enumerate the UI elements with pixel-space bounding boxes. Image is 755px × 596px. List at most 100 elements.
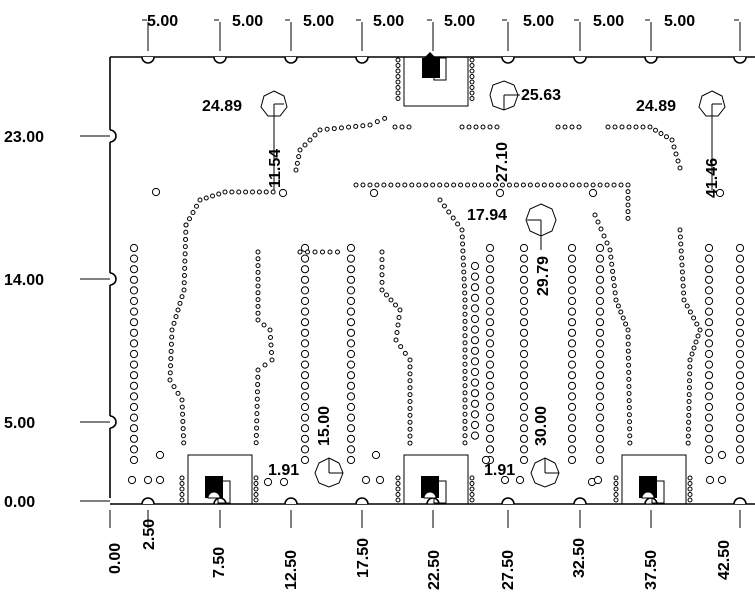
y-dim-14: 14.00 [4,272,44,289]
via-hole [181,287,187,293]
via-hole [129,455,139,465]
via-hole [567,328,577,337]
via-hole [462,304,468,310]
via-hole [479,182,485,188]
via-hole [470,431,480,440]
via-hole [595,275,605,284]
via-hole [300,445,310,454]
via-hole [346,307,356,316]
via-hole [704,349,714,359]
via-hole [704,296,714,306]
via-hole [697,327,703,333]
via-hole [664,134,669,140]
via-hole [395,74,401,79]
spacing-label-4: 5.00 [373,13,404,30]
via-hole [569,182,575,188]
via-hole [595,219,601,225]
target-hexagon-icon [530,457,560,488]
via-hole [346,360,356,369]
via-hole [470,325,480,334]
via-hole [680,283,686,289]
via-hole [190,210,196,215]
via-hole [367,122,373,128]
via-hole [312,132,318,138]
via-hole [686,385,692,391]
via-hole [255,310,261,316]
x-dim-32-5: 32.50 [571,538,588,578]
edge-notch [733,56,747,64]
via-hole [735,307,745,316]
via-hole [210,193,215,199]
via-hole [168,356,174,362]
via-hole [300,455,310,465]
via-hole [499,182,505,188]
x-dim-12-5: 12.50 [283,550,300,590]
via-hole [395,475,401,481]
via-hole [519,328,529,337]
via-hole [684,303,690,309]
via-hole [255,374,261,380]
via-hole [735,402,745,412]
via-hole [346,445,356,454]
via-hole [407,433,413,439]
via-hole [519,392,529,401]
via-hole [346,296,356,306]
via-hole [608,254,614,260]
via-hole [625,195,631,201]
via-hole [625,189,631,195]
via-hole [567,381,577,390]
via-hole [625,209,631,215]
callout-label-2: 25.63 [521,87,561,104]
via-hole [253,475,259,481]
via-hole [462,290,468,296]
y-dim-23: 23.00 [4,129,44,146]
via-hole [519,381,529,390]
via-hole [379,249,385,255]
via-hole [735,424,745,433]
via-hole [437,197,443,203]
via-hole [179,497,185,503]
via-hole [179,397,185,403]
via-hole [392,124,398,130]
via-hole [462,440,468,446]
spacing-label-5: 5.00 [444,13,475,30]
via-hole [395,322,401,328]
via-hole [626,369,632,375]
via-hole [486,182,492,188]
via-hole [613,481,619,486]
via-hole [567,265,577,274]
via-hole [685,433,691,439]
via-hole [595,392,605,401]
hole-callout-5: 1.91 [484,457,560,488]
via-hole [216,191,222,197]
via-hole [173,314,179,320]
via-hole [626,405,632,411]
via-hole [300,307,310,316]
via-hole [253,497,259,503]
via-hole [129,339,139,348]
via-hole [297,147,303,153]
via-hole [626,383,632,389]
via-hole [492,182,498,188]
via-hole [625,341,631,347]
via-hole [473,124,479,130]
via-hole [595,286,605,295]
via-hole [618,182,624,188]
via-hole [686,419,692,425]
via-hole [381,182,387,188]
via-hole [395,182,401,188]
via-hole [455,221,461,227]
via-hole [485,265,495,274]
via-hole [679,262,685,268]
via-hole [567,392,577,401]
via-hole [485,381,495,390]
via-hole [485,434,495,443]
connector-icon [205,476,231,504]
via-hole [167,370,173,376]
via-hole [607,247,613,253]
via-hole [407,399,413,405]
via-hole [625,215,631,221]
via-hole [203,195,209,201]
via-hole [451,182,457,188]
via-hole [669,137,675,143]
